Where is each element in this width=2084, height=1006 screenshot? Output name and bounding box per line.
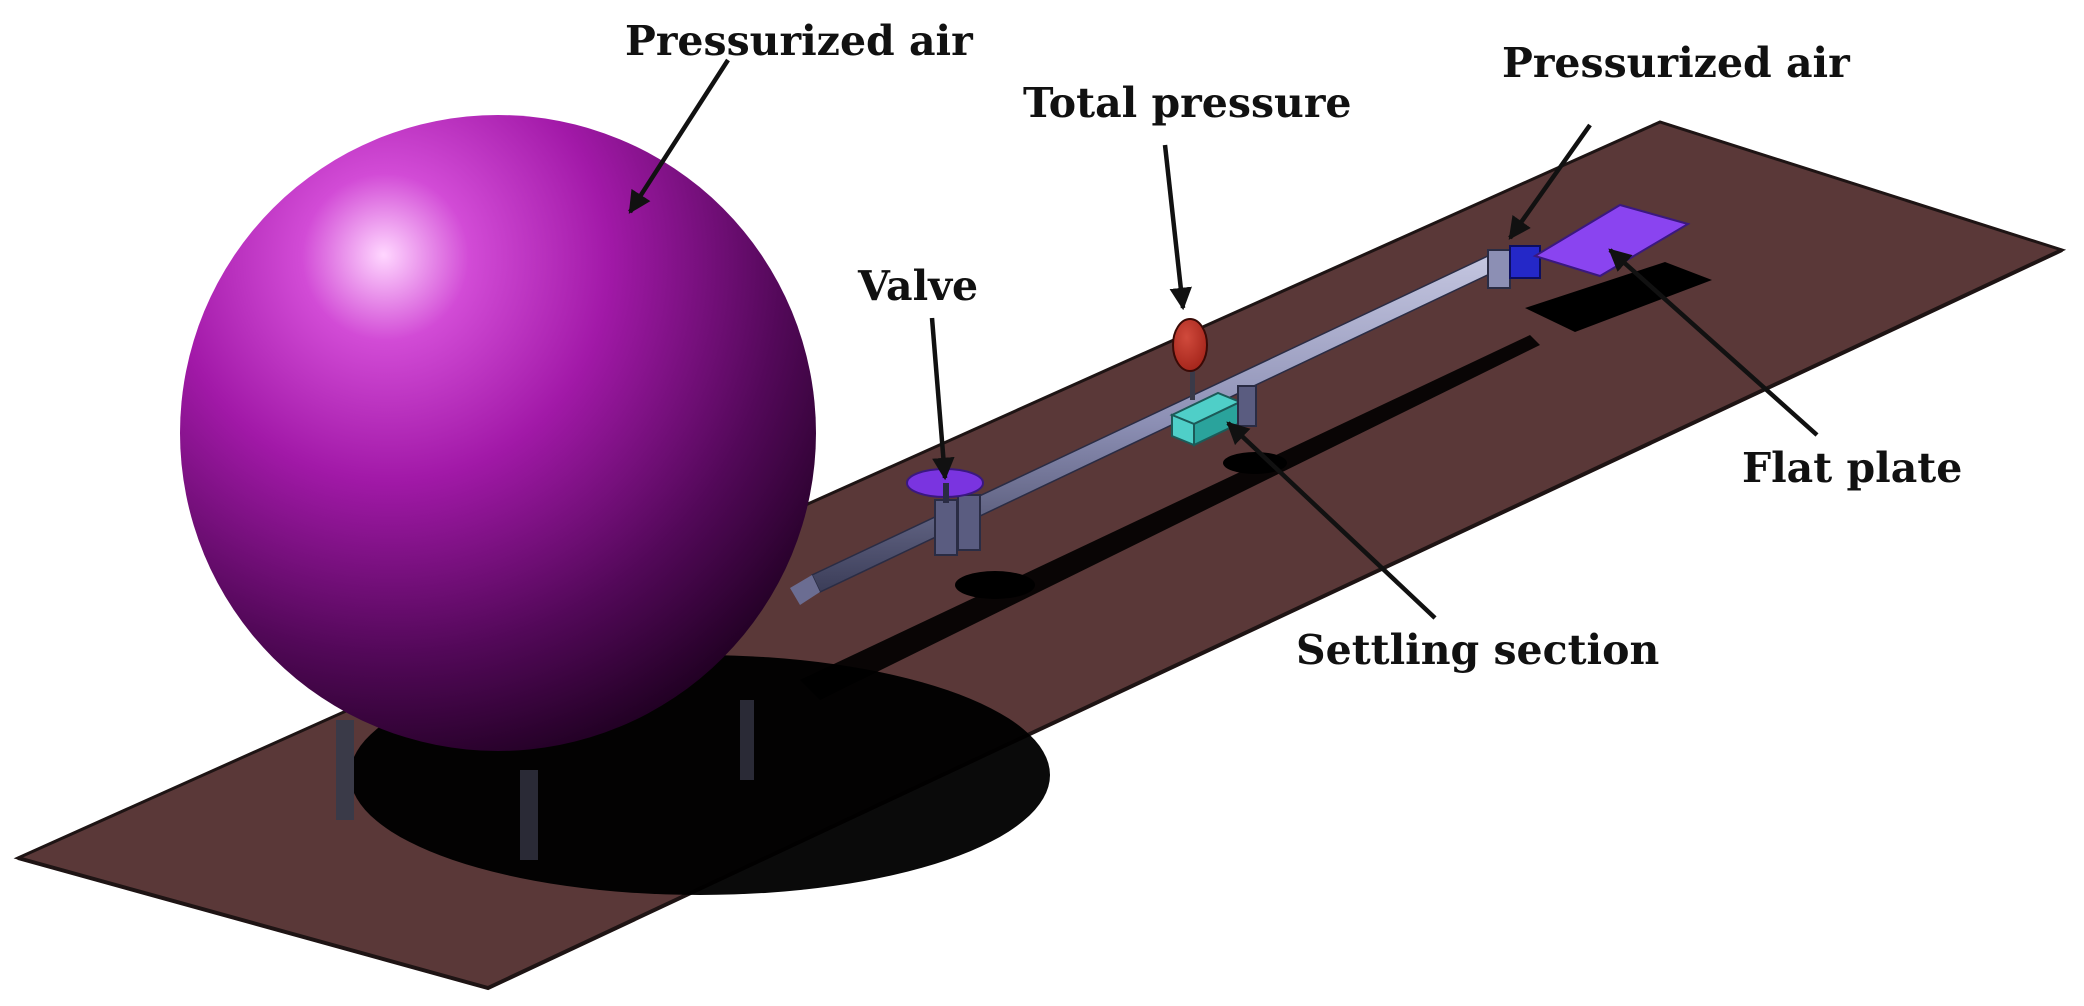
- nozzle-assembly: [1487, 245, 1541, 289]
- sphere-support-legs: [336, 700, 754, 860]
- pressurized-air-sphere: [180, 115, 816, 751]
- arrow-valve: [929, 317, 955, 481]
- arrow-flat-plate: [1608, 248, 1819, 437]
- callout-arrows: [628, 58, 1819, 620]
- flat-plate-component: [1532, 203, 1691, 278]
- arrow-pressurized-air-tank: [628, 58, 730, 214]
- label-valve: Valve: [857, 262, 978, 310]
- label-pressurized-air-nozzle: Pressurized air: [1502, 39, 1851, 87]
- valve-assembly: [906, 468, 984, 556]
- label-total-pressure: Total pressure: [1023, 79, 1352, 127]
- arrow-pressurized-air-nozzle: [1508, 123, 1592, 240]
- label-flat-plate: Flat plate: [1742, 444, 1962, 492]
- arrow-settling-section: [1226, 421, 1437, 620]
- label-settling-section: Settling section: [1296, 626, 1659, 674]
- arrow-total-pressure: [1162, 144, 1192, 311]
- label-pressurized-air-tank: Pressurized air: [625, 17, 974, 65]
- callout-labels: Pressurized air Pressurized air Total pr…: [625, 17, 1962, 674]
- total-pressure-gauge: [1172, 318, 1208, 400]
- settling-section: [1169, 385, 1257, 447]
